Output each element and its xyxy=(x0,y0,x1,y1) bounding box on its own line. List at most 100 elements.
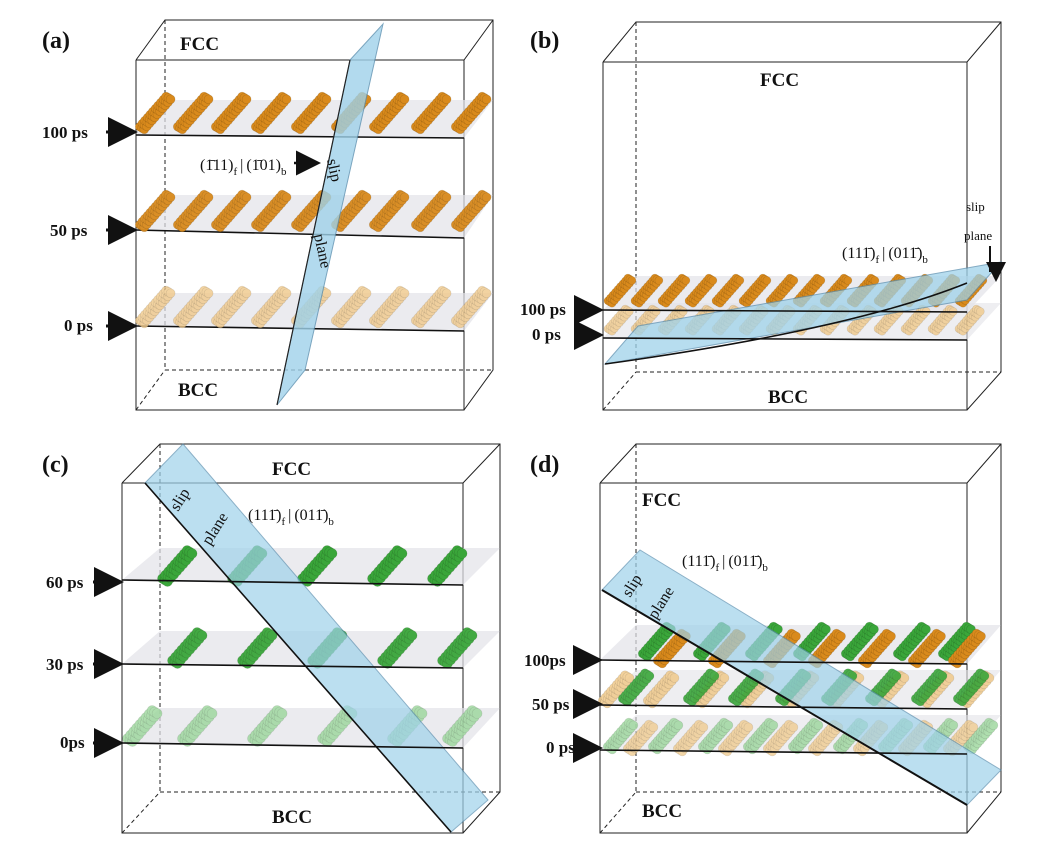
idx-b-d: (011̄) xyxy=(728,553,762,570)
atom-cluster xyxy=(450,285,492,329)
idx-sep-b: | xyxy=(882,245,885,262)
atom-cluster xyxy=(173,285,214,329)
atom-cluster xyxy=(251,91,292,135)
bcc-label-a: BCC xyxy=(178,380,218,401)
atom-cluster xyxy=(840,621,879,662)
atom-cluster xyxy=(135,189,176,233)
bcc-label-b: BCC xyxy=(768,387,808,408)
atom-cluster xyxy=(910,668,948,707)
idx-fsub-d: f xyxy=(715,562,719,574)
fcc-label-d: FCC xyxy=(642,490,681,511)
atom-cluster xyxy=(211,91,252,135)
atom-cluster xyxy=(167,627,208,669)
idx-b-c: (011̄) xyxy=(294,507,328,524)
slip-word-b: slip xyxy=(966,199,985,214)
atom-cluster xyxy=(368,91,410,135)
fcc-label-c: FCC xyxy=(272,459,311,480)
idx-fsub-c: f xyxy=(281,516,285,528)
plane-word-b: plane xyxy=(964,228,992,243)
atom-cluster xyxy=(290,91,332,135)
atom-row-a-100 xyxy=(135,91,492,135)
atom-cluster xyxy=(642,670,680,709)
atom-cluster xyxy=(937,621,976,662)
idx-b-a: (1̄01) xyxy=(246,157,281,174)
time-label-d-0: 0 ps xyxy=(546,738,575,757)
time-label-a-100: 100 ps xyxy=(42,123,88,142)
atom-cluster xyxy=(954,304,985,336)
panel-label-c: (c) xyxy=(42,452,69,478)
atom-cluster xyxy=(237,627,278,669)
time-label-a-50: 50 ps xyxy=(50,221,88,240)
idx-sep-c: | xyxy=(288,507,291,524)
atom-cluster xyxy=(900,304,931,336)
panel-c: slip plane (c) FCC BCC 60 ps 30 ps 0ps (… xyxy=(42,443,501,834)
atom-cluster xyxy=(742,717,779,755)
idx-bsub-a: b xyxy=(281,166,287,178)
atom-cluster xyxy=(657,273,691,308)
idx-sep-a: | xyxy=(240,157,243,174)
bcc-label-c: BCC xyxy=(272,807,312,828)
atom-cluster xyxy=(622,719,659,757)
atom-cluster xyxy=(377,627,418,669)
idx-f-c: (111̄) xyxy=(248,507,281,524)
atom-cluster xyxy=(135,91,176,135)
time-label-b-100: 100 ps xyxy=(520,300,566,319)
atom-cluster xyxy=(892,621,931,662)
idx-f-b: (111̄) xyxy=(842,245,875,262)
atom-cluster xyxy=(450,91,492,135)
atom-cluster xyxy=(907,628,946,669)
atom-cluster xyxy=(135,285,176,329)
time-label-d-50: 50 ps xyxy=(532,695,570,714)
atom-cluster xyxy=(247,705,288,747)
atom-cluster xyxy=(637,621,676,662)
atom-cluster xyxy=(684,273,718,308)
atom-cluster xyxy=(738,273,772,308)
time-label-c-0: 0ps xyxy=(60,733,85,752)
time-label-b-0: 0 ps xyxy=(532,325,561,344)
idx-f-a: (1̄11) xyxy=(200,157,233,174)
atom-cluster xyxy=(672,719,709,757)
atom-cluster xyxy=(410,91,452,135)
miller-indices-b: (111̄)f|(011̄)b xyxy=(842,245,928,266)
idx-sep-d: | xyxy=(722,553,725,570)
atom-cluster xyxy=(330,285,372,329)
idx-bsub-b: b xyxy=(922,254,928,266)
time-label-c-60: 60 ps xyxy=(46,573,84,592)
atom-cluster xyxy=(157,545,198,587)
atom-cluster xyxy=(211,189,252,233)
atom-cluster xyxy=(947,628,986,669)
atom-cluster xyxy=(368,189,410,233)
bcc-label-d: BCC xyxy=(642,801,682,822)
atom-cluster xyxy=(368,285,410,329)
atom-cluster xyxy=(597,670,635,709)
fcc-label-a: FCC xyxy=(180,34,219,55)
atom-cluster xyxy=(711,273,745,308)
atom-cluster xyxy=(173,91,214,135)
atom-cluster xyxy=(450,189,492,233)
atom-cluster xyxy=(173,189,214,233)
miller-indices-a: (1̄11)f|(1̄01)b xyxy=(200,150,321,178)
atom-cluster xyxy=(442,705,483,747)
atom-cluster xyxy=(807,628,846,669)
atom-cluster xyxy=(211,285,252,329)
panel-label-a: (a) xyxy=(42,28,70,54)
atom-cluster xyxy=(682,668,720,707)
atom-cluster xyxy=(787,717,824,755)
atom-cluster xyxy=(807,719,844,757)
svg-text:(111̄)f|(011̄)b: (111̄)f|(011̄)b xyxy=(248,507,334,528)
atom-cluster xyxy=(297,545,338,587)
panel-label-d: (d) xyxy=(530,452,559,478)
svg-text:(111̄)f|(011̄)b: (111̄)f|(011̄)b xyxy=(842,245,928,266)
idx-bsub-d: b xyxy=(762,562,768,574)
atom-cluster xyxy=(367,545,408,587)
time-label-c-30: 30 ps xyxy=(46,655,84,674)
atom-cluster xyxy=(762,719,799,757)
idx-fsub-b: f xyxy=(875,254,879,266)
atom-cluster xyxy=(437,627,478,669)
atom-cluster xyxy=(617,668,655,707)
panel-a: slip plane (a) FCC BCC 100 ps 50 ps 0 ps… xyxy=(42,19,494,411)
idx-bsub-c: b xyxy=(328,516,334,528)
idx-f-d: (111̄) xyxy=(682,553,715,570)
panel-b: (b) FCC BCC 100 ps 0 ps slip plane (111̄… xyxy=(520,21,1006,411)
